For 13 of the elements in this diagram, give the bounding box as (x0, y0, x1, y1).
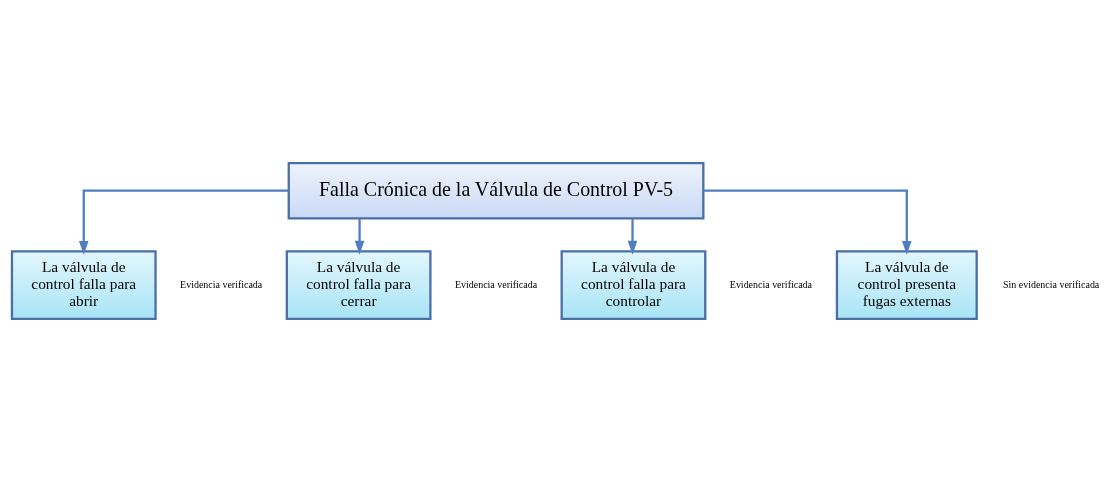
node-box: La válvula de control falla para abrir (10, 249, 157, 320)
node-box: La válvula de control falla para cerrar (285, 249, 432, 320)
arrow (703, 189, 912, 255)
node-box: La válvula de control falla para controlar (560, 249, 707, 320)
node-label: Sin evidencia verificada (1002, 278, 1100, 290)
node-box: La válvula de control presenta fugas externas (835, 249, 978, 320)
arrow (354, 218, 365, 255)
arrow (78, 189, 289, 255)
node-label: Evidencia verificada (454, 278, 538, 290)
node-label: Evidencia verificada (729, 278, 813, 290)
arrow (627, 218, 638, 255)
node-box: Falla Crónica de la Válvula de Control PV-5 (287, 161, 705, 219)
node-label: Evidencia verificada (180, 278, 263, 290)
